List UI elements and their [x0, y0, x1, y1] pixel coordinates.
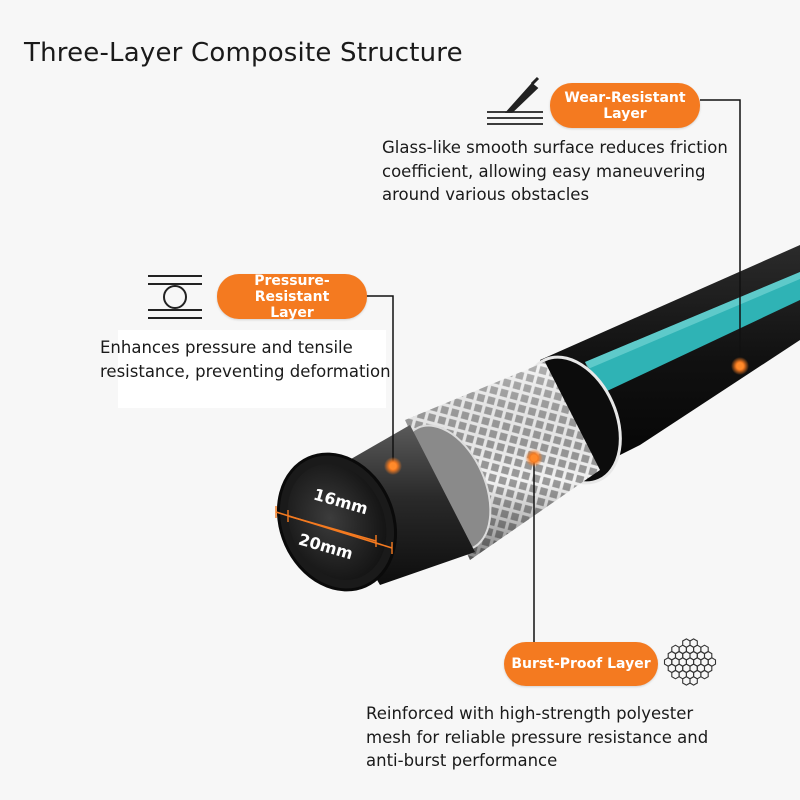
- burst-desc-line3: anti-burst performance: [366, 751, 558, 770]
- pressure-leader-line: [365, 295, 394, 466]
- outer-dimension-line: [275, 511, 393, 549]
- wear-layer-description: Glass-like smooth surface reduces fricti…: [382, 136, 728, 207]
- wear-label-line1: Wear-Resistant: [564, 89, 686, 106]
- page-title: Three-Layer Composite Structure: [24, 38, 463, 68]
- wear-desc-line1: Glass-like smooth surface reduces fricti…: [382, 138, 728, 157]
- wear-desc-line2: coefficient, allowing easy maneuvering: [382, 161, 706, 181]
- pressure-label-line2: Layer: [270, 304, 314, 321]
- mesh-icon: [663, 638, 717, 686]
- wear-desc-line3: around various obstacles: [382, 185, 590, 204]
- teal-stripe: [585, 272, 800, 392]
- burst-layer-label: Burst-Proof Layer: [504, 642, 658, 686]
- burst-label-text: Burst-Proof Layer: [511, 656, 651, 672]
- burst-desc-line1: Reinforced with high-strength polyester: [366, 704, 694, 723]
- pressure-label-line1: Pressure-Resistant: [254, 272, 330, 305]
- burst-desc-line2: mesh for reliable pressure resistance an…: [366, 727, 709, 747]
- scraper-icon: [487, 76, 543, 125]
- burst-layer-description: Reinforced with high-strength polyester …: [366, 702, 708, 773]
- pressure-layer-description: Enhances pressure and tensile resistance…: [100, 336, 391, 383]
- wear-leader-line: [700, 99, 741, 366]
- wear-label-line2: Layer: [603, 105, 647, 122]
- compression-icon: [148, 275, 202, 319]
- pressure-desc-line1: Enhances pressure and tensile: [100, 338, 353, 357]
- pressure-desc-line2: resistance, preventing deformation: [100, 361, 391, 381]
- pressure-desc-panel: [118, 330, 386, 408]
